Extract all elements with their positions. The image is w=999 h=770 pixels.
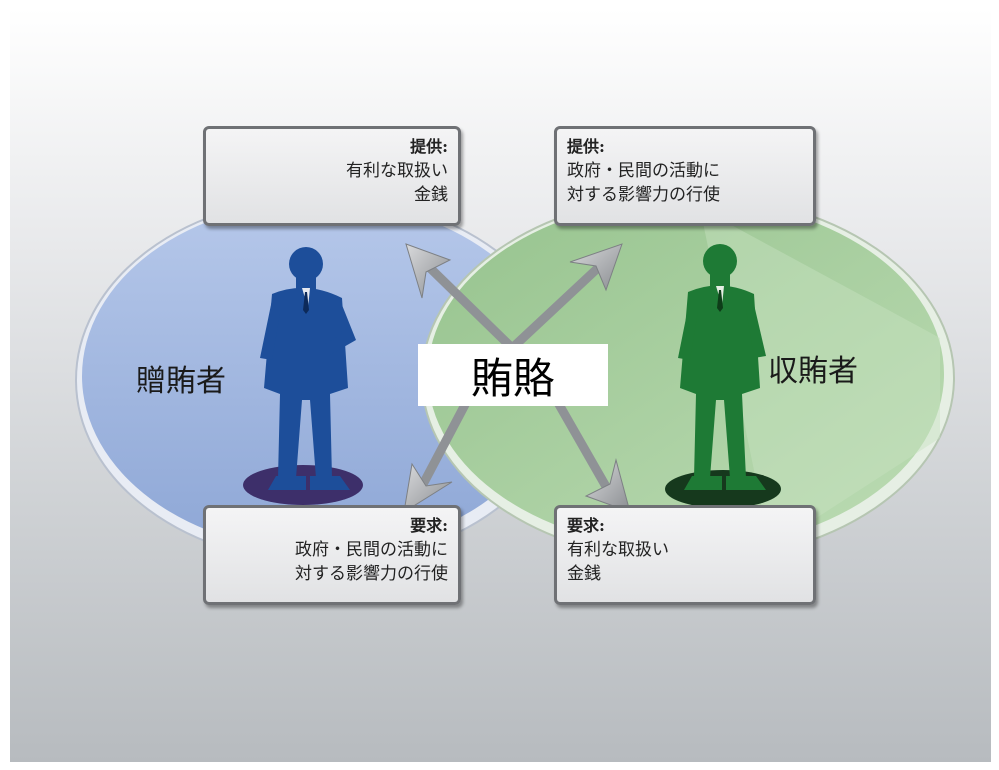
briber-offer-box: 提供: 有利な取扱い 金銭 xyxy=(203,126,461,226)
diagram-canvas: 贈賄者 収賄者 賄賂 提供: 有利な取扱い 金銭 提供: 政府・民間の活動に 対… xyxy=(10,8,991,762)
briber-label: 贈賄者 xyxy=(136,364,226,399)
bribee-request-box: 要求: 有利な取扱い 金銭 xyxy=(554,505,816,605)
bribee-offer-line: 対する影響力の行使 xyxy=(567,185,720,205)
bribee-request-line: 有利な取扱い xyxy=(567,540,669,560)
briber-offer-line: 有利な取扱い xyxy=(346,161,448,181)
bribee-figure xyxy=(665,244,781,508)
bribee-circle xyxy=(421,194,955,562)
bribee-offer-line: 政府・民間の活動に xyxy=(567,161,720,181)
briber-figure xyxy=(243,247,363,505)
bribee-request-heading: 要求: xyxy=(567,516,605,535)
briber-request-line: 政府・民間の活動に xyxy=(295,540,448,560)
briber-request-heading: 要求: xyxy=(410,516,448,535)
bribee-label: 収賄者 xyxy=(768,354,858,389)
bribee-offer-heading: 提供: xyxy=(567,137,605,156)
briber-request-box: 要求: 政府・民間の活動に 対する影響力の行使 xyxy=(203,505,461,605)
briber-request-line: 対する影響力の行使 xyxy=(295,564,448,584)
briber-offer-line: 金銭 xyxy=(414,185,448,205)
briber-offer-heading: 提供: xyxy=(410,137,448,156)
bribee-offer-box: 提供: 政府・民間の活動に 対する影響力の行使 xyxy=(554,126,816,226)
bribery-diagram xyxy=(75,194,955,564)
bribe-label: 賄賂 xyxy=(418,344,608,406)
bribee-request-line: 金銭 xyxy=(567,564,601,584)
